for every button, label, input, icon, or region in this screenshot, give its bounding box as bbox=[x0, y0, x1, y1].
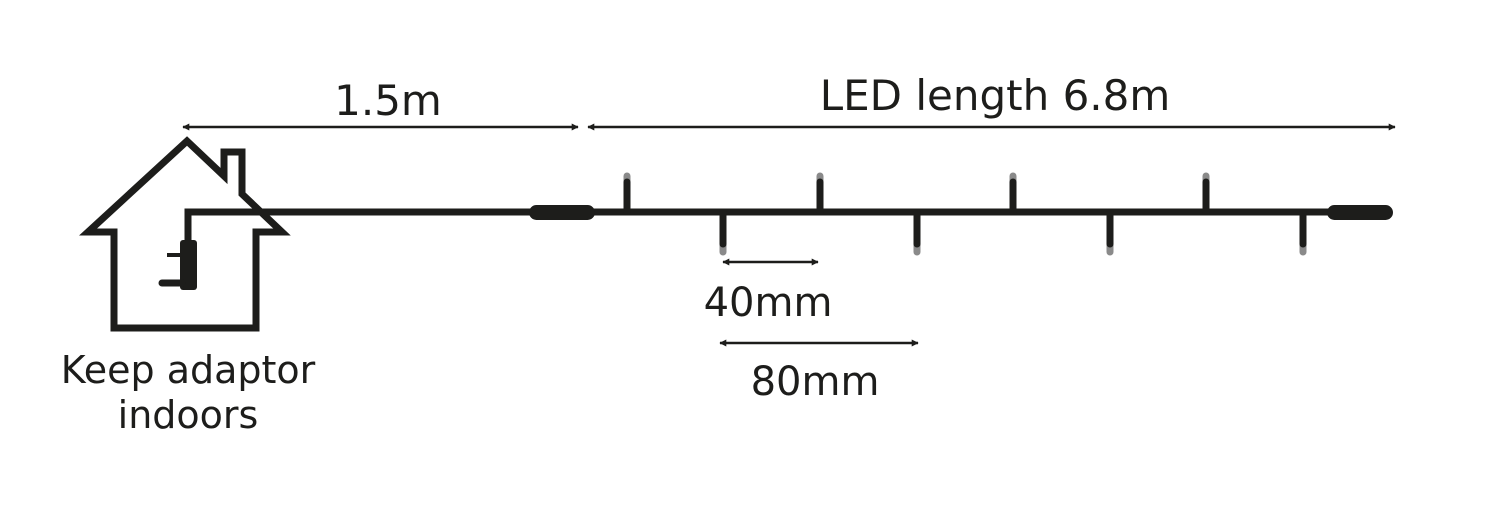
house-icon bbox=[79, 136, 291, 332]
adaptor-note-line2: indoors bbox=[118, 393, 259, 437]
adaptor-note-line1: Keep adaptor bbox=[61, 348, 316, 392]
cable-length-label: 1.5m bbox=[334, 76, 442, 125]
led-length-label: LED length 6.8m bbox=[820, 71, 1171, 120]
adaptor-icon bbox=[158, 240, 197, 290]
spacing-80mm-label: 80mm bbox=[751, 359, 880, 405]
led-bulbs bbox=[623, 172, 1307, 256]
connector-plug bbox=[529, 205, 595, 220]
cable bbox=[184, 208, 1390, 242]
end-cap bbox=[1327, 205, 1393, 220]
spacing-40mm-label: 40mm bbox=[704, 280, 833, 326]
